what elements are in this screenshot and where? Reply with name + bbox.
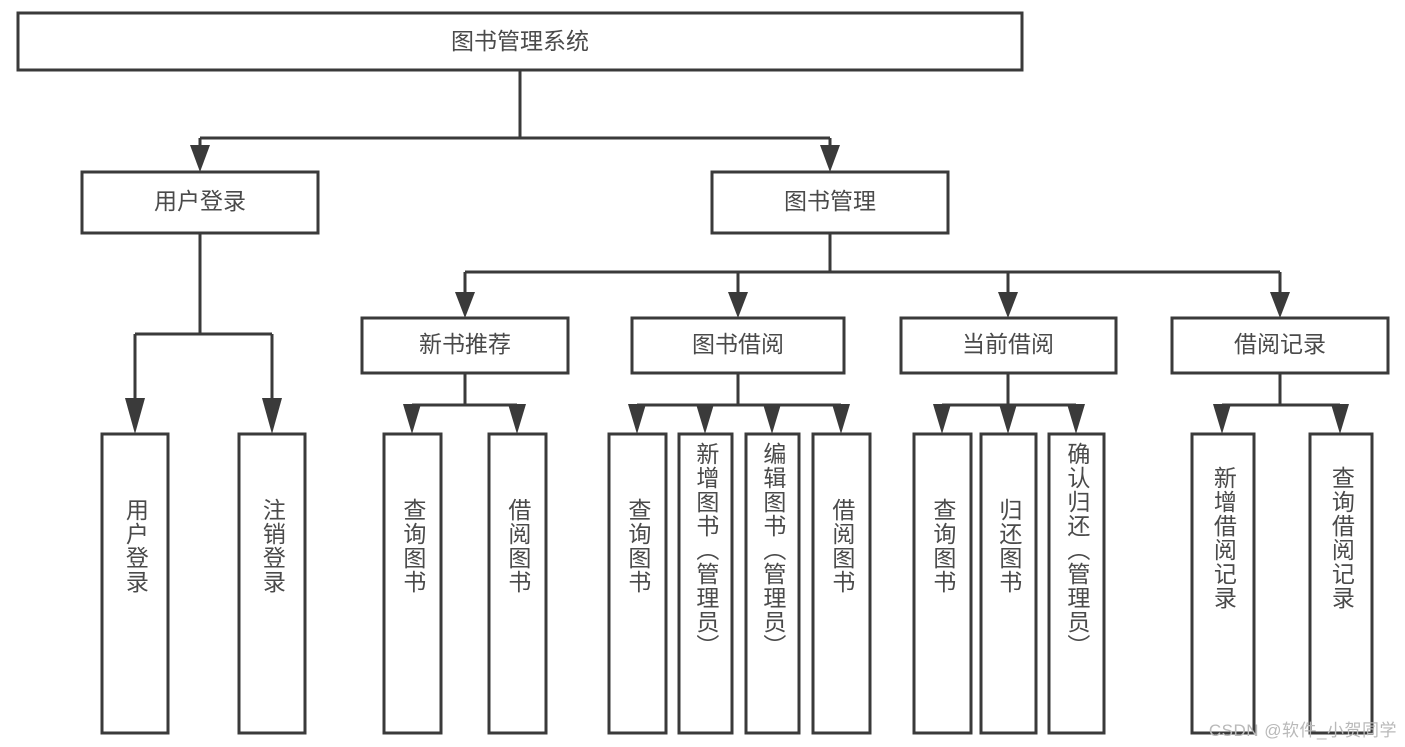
node-book-borrow-label: 图书借阅 xyxy=(692,331,784,357)
leaf-add-book-label-wrap: 新增图书（管理员） xyxy=(679,434,732,733)
node-borrow-record[interactable]: 借阅记录 xyxy=(1170,316,1390,375)
node-user-login-label: 用户登录 xyxy=(154,188,246,214)
node-new-book-recommend-box[interactable] xyxy=(360,316,570,375)
arrowhead-leaf-add-record xyxy=(1213,404,1231,434)
node-borrow-record-box[interactable] xyxy=(1170,316,1390,375)
leaf-query-book-2-box[interactable] xyxy=(607,432,668,735)
node-new-book-recommend-label: 新书推荐 xyxy=(419,331,511,357)
arrowhead-group xyxy=(125,145,1349,434)
arrowhead-leaf-query-book-3 xyxy=(933,404,951,434)
watermark-text: CSDN @软件_小贺同学 xyxy=(1208,721,1397,740)
node-book-borrow-box[interactable] xyxy=(630,316,846,375)
leaf-return-book-label-wrap: 归还图书 xyxy=(981,434,1036,733)
leaf-add-book-box[interactable] xyxy=(677,432,734,735)
leaf-borrow-book-2-label: 借阅图书 xyxy=(828,498,855,594)
node-book-borrow[interactable]: 图书借阅 xyxy=(630,316,846,375)
node-current-borrow[interactable]: 当前借阅 xyxy=(899,316,1118,375)
arrowhead-leaf-query-book-1 xyxy=(403,404,421,434)
leaf-add-record-label: 新增借阅记录 xyxy=(1210,466,1237,610)
arrowhead-leaf-edit-book xyxy=(763,404,781,434)
arrowhead-borrow-record xyxy=(1270,292,1290,318)
arrowhead-leaf-borrow-book-2 xyxy=(832,404,850,434)
leaf-query-book-2-label-wrap: 查询图书 xyxy=(609,434,666,733)
leaf-query-record-label: 查询借阅记录 xyxy=(1328,466,1355,610)
node-root-box[interactable] xyxy=(16,11,1024,72)
leaf-query-book-1-label-wrap: 查询图书 xyxy=(384,434,441,733)
leaf-query-book-3-label-wrap: 查询图书 xyxy=(914,434,971,733)
leaf-query-book-1-box[interactable] xyxy=(382,432,443,735)
node-user-login[interactable]: 用户登录 xyxy=(80,170,320,235)
leaf-return-book-label: 归还图书 xyxy=(995,498,1022,594)
arrowhead-leaf-confirm-return xyxy=(1067,404,1085,434)
node-user-login-box[interactable] xyxy=(80,170,320,235)
leaf-add-record-box[interactable] xyxy=(1190,432,1256,735)
node-new-book-recommend[interactable]: 新书推荐 xyxy=(360,316,570,375)
leaf-query-book-3-box[interactable] xyxy=(912,432,973,735)
leaf-edit-book-label-wrap: 编辑图书（管理员） xyxy=(746,434,799,733)
leaf-user-login-label-wrap: 用户登录 xyxy=(102,434,168,733)
leaf-user-login-box[interactable] xyxy=(100,432,170,735)
leaf-query-book-1-label: 查询图书 xyxy=(399,498,426,594)
arrowhead-new-book-recommend xyxy=(455,292,475,318)
leaf-confirm-return-box[interactable] xyxy=(1047,432,1106,735)
leaf-query-book-3-label: 查询图书 xyxy=(929,498,956,594)
node-book-manage-box[interactable] xyxy=(710,170,950,235)
node-borrow-record-label: 借阅记录 xyxy=(1234,331,1326,357)
leaf-user-logout-label: 注销登录 xyxy=(259,498,286,594)
arrowhead-leaf-query-record xyxy=(1331,404,1349,434)
leaf-user-logout-box[interactable] xyxy=(237,432,307,735)
leaf-add-book-label: 新增图书（管理员） xyxy=(692,442,719,658)
arrowhead-current-borrow xyxy=(998,292,1018,318)
node-current-borrow-label: 当前借阅 xyxy=(962,331,1054,357)
arrowhead-leaf-user-logout xyxy=(262,398,282,434)
node-current-borrow-box[interactable] xyxy=(899,316,1118,375)
leaf-query-record-label-wrap: 查询借阅记录 xyxy=(1310,434,1372,733)
leaf-borrow-book-2-label-wrap: 借阅图书 xyxy=(813,434,870,733)
leaf-confirm-return-label: 确认归还（管理员） xyxy=(1063,442,1090,658)
arrowhead-user-login xyxy=(190,145,210,172)
node-book-manage-label: 图书管理 xyxy=(784,188,876,214)
node-book-manage[interactable]: 图书管理 xyxy=(710,170,950,235)
arrowhead-leaf-add-book xyxy=(696,404,714,434)
leaf-user-login-label: 用户登录 xyxy=(122,498,149,594)
arrowhead-leaf-borrow-book-1 xyxy=(508,404,526,434)
leaf-borrow-book-1-box[interactable] xyxy=(487,432,548,735)
leaf-query-record-box[interactable] xyxy=(1308,432,1374,735)
node-root[interactable]: 图书管理系统 xyxy=(16,11,1024,72)
arrowhead-leaf-return-book xyxy=(999,404,1017,434)
leaf-query-book-2-label: 查询图书 xyxy=(624,498,651,594)
arrowhead-book-borrow xyxy=(728,292,748,318)
leaf-box-group xyxy=(100,432,1374,735)
leaf-borrow-book-1-label-wrap: 借阅图书 xyxy=(489,434,546,733)
node-root-label: 图书管理系统 xyxy=(451,28,589,54)
leaf-borrow-book-1-label: 借阅图书 xyxy=(504,498,531,594)
arrowhead-leaf-user-login xyxy=(125,398,145,434)
arrowhead-leaf-query-book-2 xyxy=(628,404,646,434)
leaf-return-book-box[interactable] xyxy=(979,432,1038,735)
arrowhead-book-manage xyxy=(820,145,840,172)
leaf-edit-book-box[interactable] xyxy=(744,432,801,735)
leaf-confirm-return-label-wrap: 确认归还（管理员） xyxy=(1049,434,1104,733)
leaf-add-record-label-wrap: 新增借阅记录 xyxy=(1192,434,1254,733)
leaf-borrow-book-2-box[interactable] xyxy=(811,432,872,735)
leaf-edit-book-label: 编辑图书（管理员） xyxy=(759,442,786,658)
leaf-user-logout-label-wrap: 注销登录 xyxy=(239,434,305,733)
